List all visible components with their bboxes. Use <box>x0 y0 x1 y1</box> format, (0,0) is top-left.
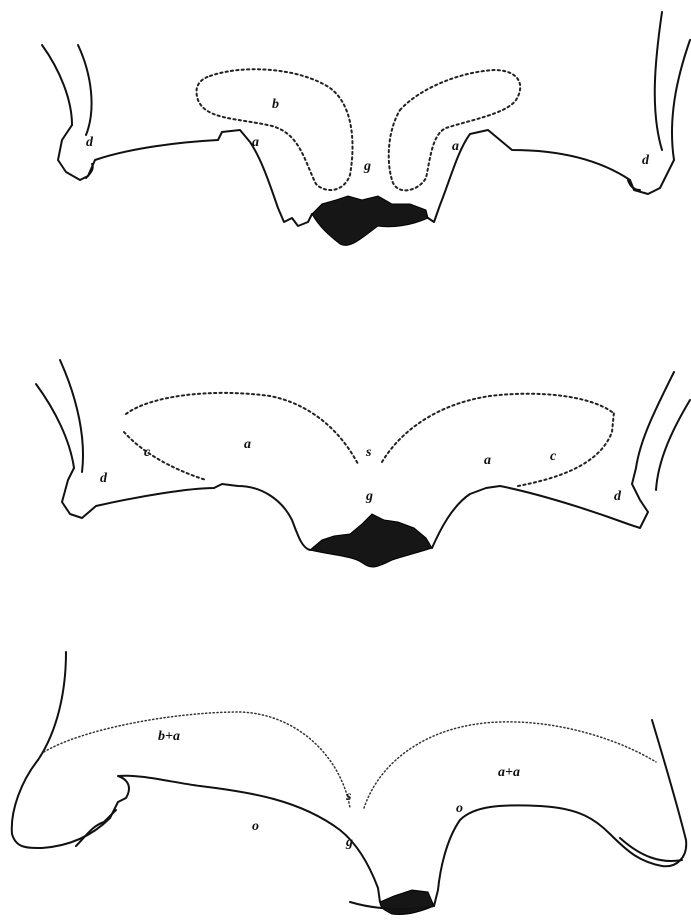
outline-middle-right <box>432 468 648 548</box>
dotted-lobe-top-right <box>389 70 520 190</box>
label-c-middle-left: c <box>144 445 151 460</box>
label-d-top-left: d <box>86 135 94 150</box>
label-a-top-left: a <box>252 135 259 150</box>
label-g-top: g <box>363 159 371 174</box>
right-arc-top <box>655 12 662 150</box>
label-o-bottom-right: o <box>456 801 463 816</box>
dotted-c-middle-right <box>518 412 614 486</box>
outline-top-left <box>58 125 312 226</box>
label-a-middle-left: a <box>244 437 251 452</box>
label-a-middle-right: a <box>484 453 491 468</box>
label-o-bottom-left: o <box>252 819 259 834</box>
right-arc-inner-middle <box>656 400 690 490</box>
outline-bottom-left <box>12 760 380 902</box>
label-d-middle-left: d <box>100 471 108 486</box>
label-d-middle-right: d <box>614 489 622 504</box>
hatched-base-top <box>312 196 428 245</box>
label-g-middle: g <box>365 489 373 504</box>
right-arc-inner-top <box>672 40 690 160</box>
label-d-top-right: d <box>642 153 650 168</box>
label-c-middle-right: c <box>550 449 557 464</box>
label-b-top: b <box>272 97 279 112</box>
right-arc-bottom <box>652 720 686 840</box>
panel-top: b a a g d d <box>42 12 690 245</box>
label-s-middle: s <box>365 445 372 460</box>
right-arc-middle <box>636 372 674 468</box>
outline-top-right <box>428 130 674 222</box>
left-arc-top <box>42 45 72 125</box>
dotted-c-middle-left <box>124 432 206 480</box>
label-ba-bottom-left: b+a <box>158 729 180 744</box>
label-s-bottom: s <box>345 789 352 804</box>
dotted-lobe-top-left <box>197 69 353 190</box>
dotted-arch-middle-left <box>126 393 358 464</box>
left-arc-middle <box>36 384 74 468</box>
dotted-arch-middle-right <box>382 394 612 462</box>
panel-middle: c a s a c g d d <box>36 360 690 567</box>
hatched-base-middle <box>310 514 432 567</box>
left-arc-inner-top <box>78 45 92 135</box>
dotted-arch-bottom-left <box>44 712 350 808</box>
hatched-base-bottom <box>380 890 434 915</box>
label-g-bottom: g <box>345 835 353 850</box>
label-ba-bottom-right: a+a <box>498 765 520 780</box>
panel-bottom: b+a a+a s g o o <box>12 652 686 915</box>
label-a-top-right: a <box>452 139 459 154</box>
inner-line-bottom-right <box>620 838 682 861</box>
inner-notch-bottom-left <box>76 810 116 846</box>
